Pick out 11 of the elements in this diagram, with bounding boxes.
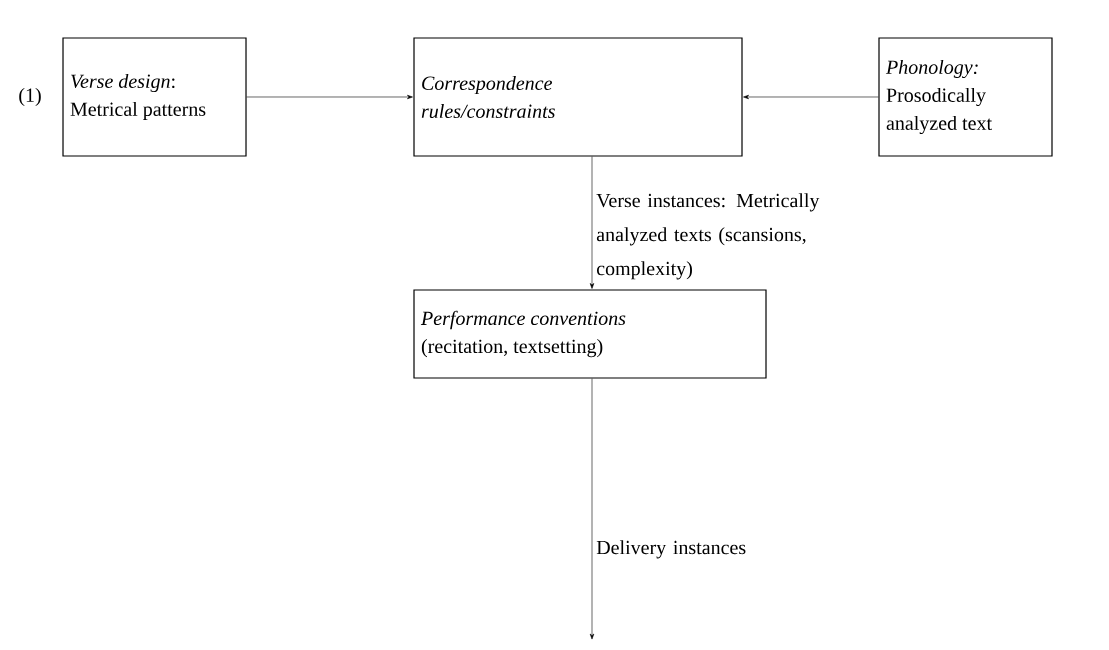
arrow [589,156,595,289]
edge-label: Delivery instances [596,540,746,559]
arrow [589,378,595,640]
text-box: Performance conventions (recitation, textsetting) [413,289,767,379]
example-number: (1) [19,87,41,107]
arrow [246,94,413,100]
text-box: Correspondence rules/constraints [413,37,743,157]
text-box: Phonology: Prosodically analyzed text [878,37,1053,157]
text-box: Verse design: Metrical patterns [62,37,247,157]
edge-label: Verse instances: Metrically analyzed texts (scansions, complexity) [596,193,820,280]
arrow [743,94,879,100]
